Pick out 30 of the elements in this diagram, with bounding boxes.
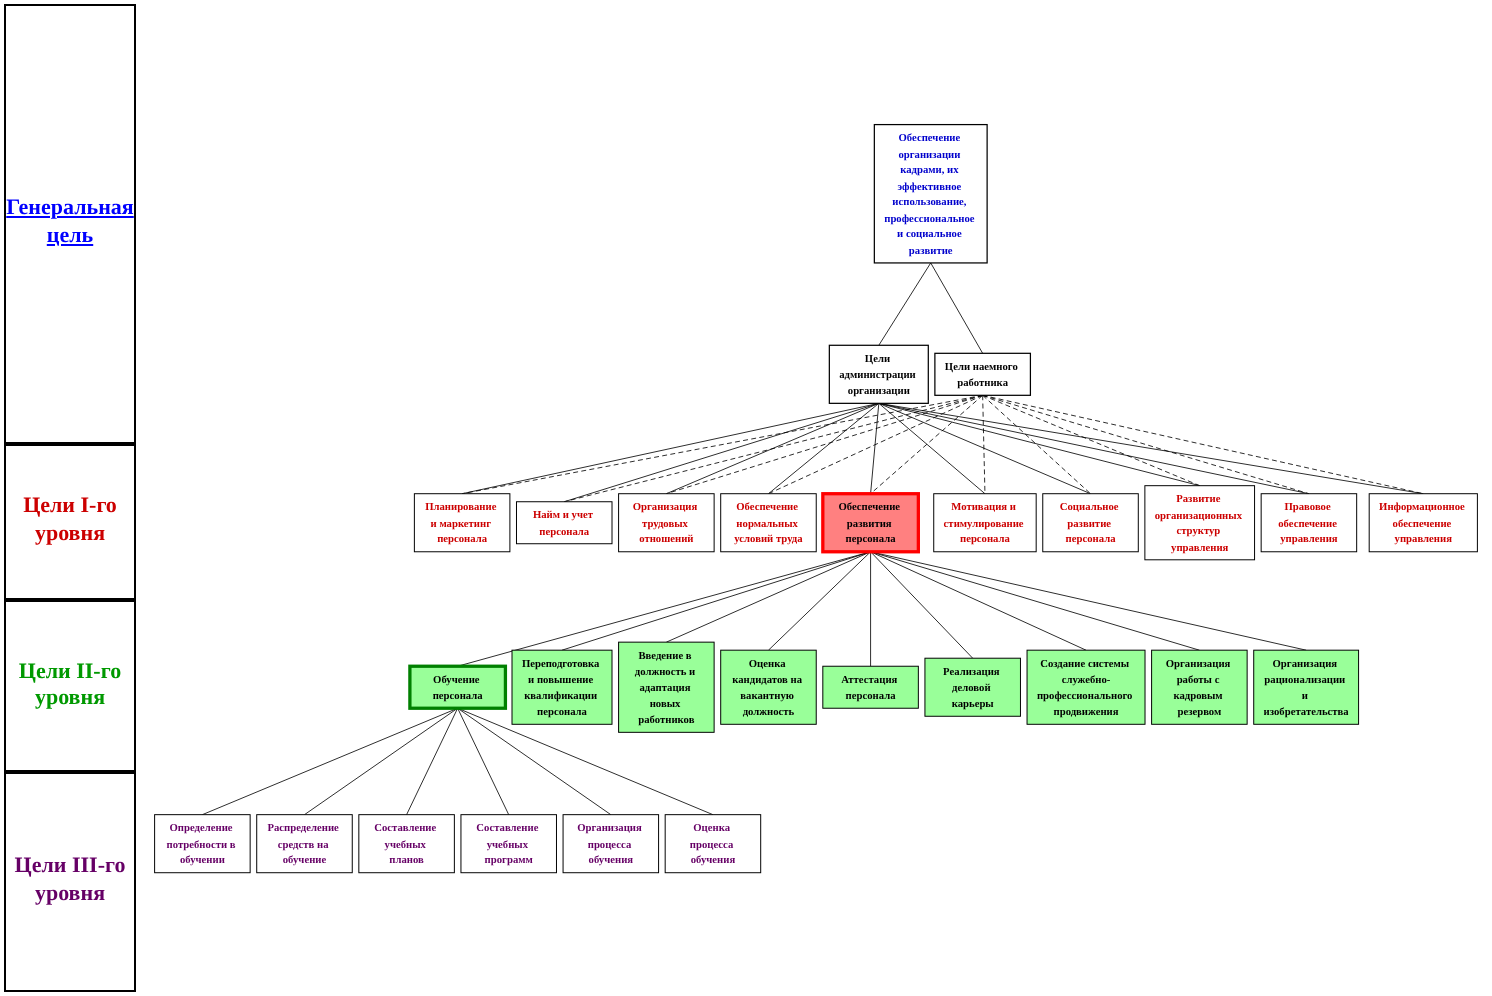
- level-heading: Цели I-го уровня: [4, 443, 136, 601]
- connector: [457, 707, 510, 815]
- connector: [870, 402, 880, 494]
- connector: [930, 261, 984, 354]
- connector: [982, 394, 1424, 494]
- connector: [768, 394, 984, 494]
- connector: [665, 402, 880, 494]
- connector: [665, 394, 984, 494]
- connector: [982, 394, 1091, 494]
- connector: [870, 550, 1200, 650]
- connector: [768, 550, 871, 650]
- connector: [457, 707, 612, 815]
- level-heading: Цели III-го уровня: [4, 772, 136, 992]
- connector: [665, 550, 871, 642]
- connector: [870, 550, 974, 658]
- connector: [406, 707, 459, 815]
- connector: [870, 550, 871, 666]
- connector: [878, 402, 1091, 494]
- connector: [982, 394, 1201, 486]
- connector: [768, 402, 880, 494]
- connector: [563, 402, 880, 502]
- level-heading: Цели II-го уровня: [4, 600, 136, 773]
- connector: [201, 707, 459, 815]
- connector: [457, 707, 714, 815]
- connector: [878, 261, 932, 346]
- connector: [304, 707, 459, 815]
- connector: [870, 550, 1087, 650]
- level-heading: Генеральная цель: [4, 4, 136, 444]
- connector: [563, 394, 984, 502]
- connector: [561, 550, 871, 650]
